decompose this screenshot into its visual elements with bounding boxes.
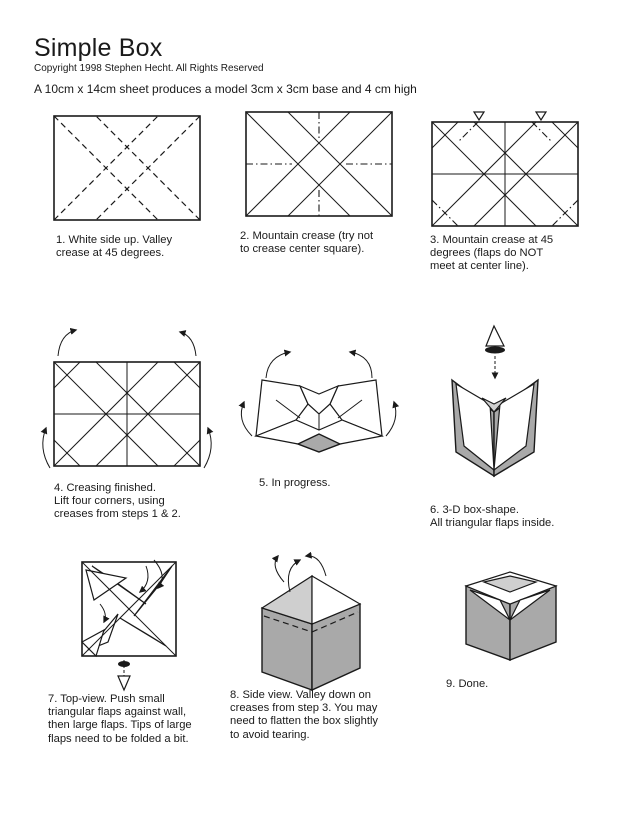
copyright-line: Copyright 1998 Stephen Hecht. All Rights… [34, 63, 264, 74]
step-3-diagram [431, 111, 579, 227]
step-7-diagram [81, 559, 177, 692]
step-6-diagram [451, 324, 539, 478]
step-4-caption: 4. Creasing finished. Lift four corners,… [54, 482, 181, 521]
step-8-diagram [260, 551, 362, 692]
step-9-caption: 9. Done. [446, 678, 489, 690]
step-2-diagram [245, 111, 393, 217]
step-5-diagram [238, 349, 400, 453]
step-8-caption: 8. Side view. Valley down on creases fro… [230, 689, 379, 741]
step-5-caption: 5. In progress. [259, 477, 331, 489]
step-7-caption: 7. Top-view. Push small triangular flaps… [48, 693, 192, 745]
step-9-diagram [464, 571, 558, 662]
step-4-diagram [40, 327, 214, 469]
intro-text: A 10cm x 14cm sheet produces a model 3cm… [34, 82, 417, 96]
step-6-caption: 6. 3-D box-shape. All triangular flaps i… [430, 504, 555, 530]
step-1-caption: 1. White side up. Valley crease at 45 de… [56, 234, 173, 260]
step-2-caption: 2. Mountain crease (try not to crease ce… [240, 230, 374, 256]
step-3-caption: 3. Mountain crease at 45 degrees (flaps … [430, 234, 554, 273]
step-1-diagram [53, 115, 201, 221]
page-title: Simple Box [34, 34, 163, 62]
